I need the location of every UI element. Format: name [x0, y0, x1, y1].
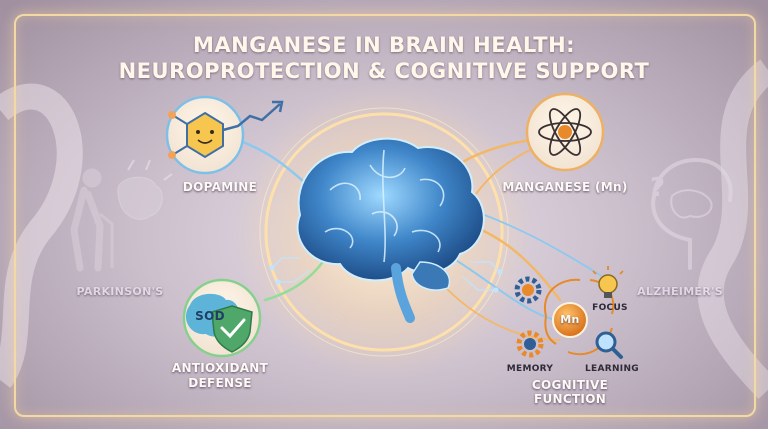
memory-label: MEMORY [506, 364, 554, 374]
outer-frame [14, 14, 756, 417]
sod-shield-icon [182, 278, 262, 358]
antioxidant-label-line-1: ANTIOXIDANT [171, 361, 269, 375]
parkinsons-label: PARKINSON'S [76, 285, 164, 298]
dopamine-label: DOPAMINE [182, 180, 258, 194]
learning-label: LEARNING [585, 364, 639, 374]
parkinsons-figure-icon [70, 159, 173, 272]
title-line-2: NEUROPROTECTION & COGNITIVE SUPPORT [118, 59, 650, 83]
dopamine-icon [165, 95, 284, 175]
title-line-1: MANGANESE IN BRAIN HEALTH: [192, 33, 576, 57]
sod-label: SOD [195, 309, 225, 323]
halo-ring [264, 112, 504, 352]
manganese-label: MANGANESE (Mn) [502, 180, 628, 194]
svg-text:?: ? [650, 173, 665, 203]
mn-symbol: Mn [560, 313, 580, 326]
mn-badge [552, 302, 588, 338]
atom-icon [525, 92, 605, 172]
alzheimers-head-icon: ? [650, 157, 733, 270]
lightbulb-icon [592, 266, 624, 298]
memory-gear-icon [516, 330, 544, 358]
brain-icon [269, 137, 503, 323]
focus-label: FOCUS [592, 303, 628, 313]
cognitive-function-label: COGNITIVE FUNCTION [531, 378, 609, 406]
gear-icon [514, 276, 542, 304]
antioxidant-label-line-2: DEFENSE [188, 376, 252, 390]
magnifier-icon [595, 331, 623, 359]
alzheimers-label: ALZHEIMER'S [637, 285, 723, 298]
